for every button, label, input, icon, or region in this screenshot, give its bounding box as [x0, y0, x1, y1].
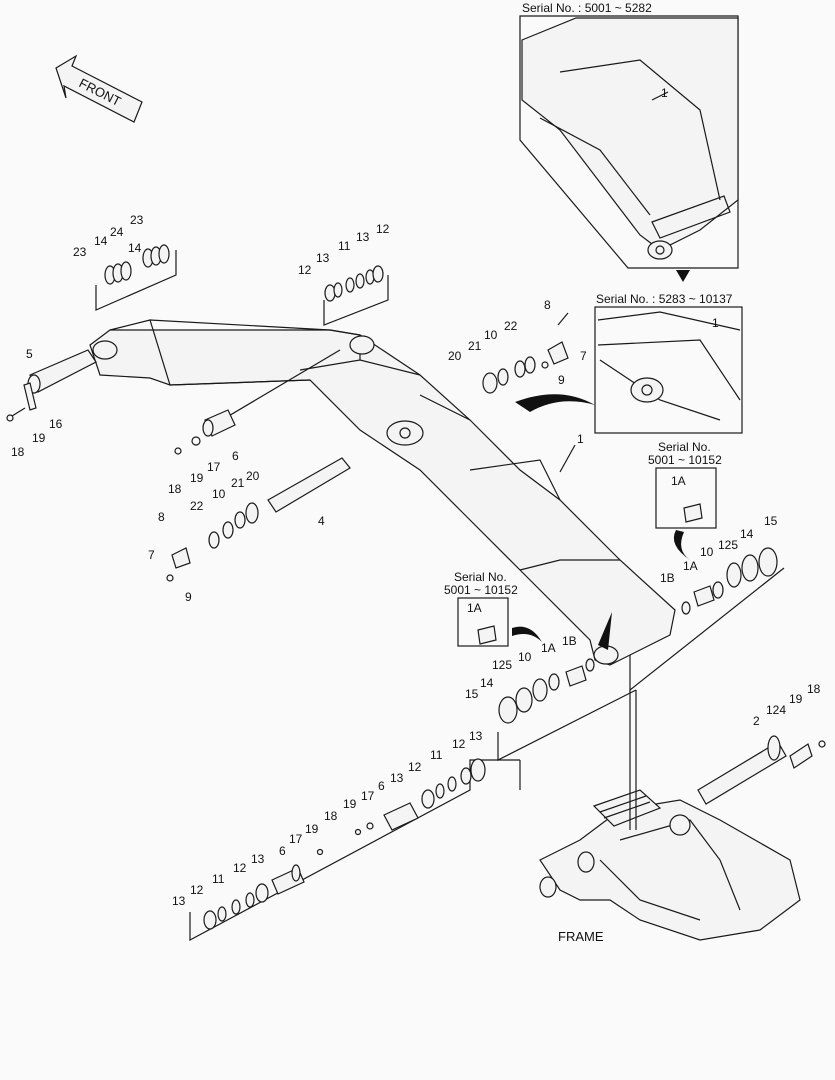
callout-11-a: 11 — [338, 239, 351, 253]
front-arrow: FRONT — [55, 54, 143, 123]
callout-1A-box-right: 1A — [671, 474, 686, 488]
callout-19-e: 19 — [789, 692, 803, 706]
callout-8-a: 8 — [544, 298, 551, 312]
callout-6-a: 6 — [232, 449, 239, 463]
callout-20-a: 20 — [448, 349, 462, 363]
callout-13-a: 13 — [316, 251, 330, 265]
washer-group-top-mid: 12 13 11 13 12 — [298, 222, 390, 326]
callout-6-c: 6 — [279, 844, 286, 858]
callout-21-a: 21 — [468, 339, 482, 353]
callout-13-e: 13 — [251, 852, 265, 866]
callout-1-top: 1 — [661, 86, 668, 100]
callout-23-b: 23 — [130, 213, 144, 227]
callout-13-c: 13 — [469, 729, 483, 743]
callout-1B-right: 1B — [660, 571, 675, 585]
detail-right: Serial No. 5001 ~ 10152 1A 15 14 125 10 … — [629, 440, 785, 692]
callout-11-c: 11 — [212, 872, 225, 886]
callout-1B-center: 1B — [562, 634, 577, 648]
callout-22-b: 22 — [190, 499, 204, 513]
callout-20-b: 20 — [246, 469, 260, 483]
callout-2: 2 — [753, 714, 760, 728]
callout-12-b: 12 — [376, 222, 390, 236]
serial-label-center-2: 5001 ~ 10152 — [444, 583, 518, 597]
callout-5: 5 — [26, 347, 33, 361]
pin-group-right-upper: 8 20 21 10 22 7 9 — [448, 298, 587, 394]
callout-9-b: 9 — [185, 590, 192, 604]
callout-19-b: 19 — [190, 471, 204, 485]
callout-125-a: 125 — [718, 538, 738, 552]
callout-15-b: 15 — [465, 687, 479, 701]
callout-1A-box-center: 1A — [467, 601, 482, 615]
arrow-down-icon — [676, 270, 690, 282]
boom-main: 1 — [89, 319, 676, 666]
callout-13-f: 13 — [172, 894, 186, 908]
callout-17-c: 17 — [289, 832, 303, 846]
callout-10-b: 10 — [212, 487, 226, 501]
frame: FRAME — [539, 690, 801, 944]
serial-label-right-2: 5001 ~ 10152 — [648, 453, 722, 467]
callout-18-a: 18 — [11, 445, 25, 459]
callout-19-d: 19 — [305, 822, 319, 836]
frame-label: FRAME — [558, 929, 604, 944]
callout-7-b: 7 — [148, 548, 155, 562]
callout-22-a: 22 — [504, 319, 518, 333]
callout-12-d: 12 — [408, 760, 422, 774]
callout-19-c: 19 — [343, 797, 357, 811]
callout-7-a: 7 — [580, 349, 587, 363]
callout-12-f: 12 — [190, 883, 204, 897]
callout-13-b: 13 — [356, 230, 370, 244]
callout-12-a: 12 — [298, 263, 312, 277]
serial-label-center-1: Serial No. — [454, 570, 507, 584]
callout-12-e: 12 — [233, 861, 247, 875]
pin-2-group: 2 124 19 18 — [697, 682, 826, 805]
pin-group-bottom: 13 12 11 12 13 6 17 19 18 19 17 6 13 12 … — [172, 729, 521, 942]
callout-6-b: 6 — [378, 779, 385, 793]
detail-center: Serial No. 5001 ~ 10152 1A 1A 1B 125 10 … — [444, 570, 637, 761]
callout-10-d: 10 — [518, 650, 532, 664]
callout-17-b: 17 — [361, 789, 375, 803]
callout-9-a: 9 — [558, 373, 565, 387]
callout-21-b: 21 — [231, 476, 245, 490]
callout-23-a: 23 — [73, 245, 87, 259]
callout-18-b: 18 — [168, 482, 182, 496]
callout-18-e: 18 — [807, 682, 821, 696]
callout-1-mid: 1 — [712, 316, 719, 330]
callout-1A-right: 1A — [683, 559, 698, 573]
callout-1A-center: 1A — [541, 641, 556, 655]
callout-14-d: 14 — [480, 676, 494, 690]
washer-group-top-left: 23 14 24 23 14 — [73, 213, 177, 311]
callout-16: 16 — [49, 417, 63, 431]
callout-14-c: 14 — [740, 527, 754, 541]
callout-10-a: 10 — [484, 328, 498, 342]
callout-18-c: 18 — [324, 809, 338, 823]
callout-15-a: 15 — [764, 514, 778, 528]
callout-11-b: 11 — [430, 748, 443, 762]
callout-4: 4 — [318, 514, 325, 528]
inset-top: Serial No. : 5001 ~ 5282 1 — [519, 1, 739, 282]
callout-14-a: 14 — [94, 234, 108, 248]
pointer-mid — [515, 394, 595, 412]
callout-14-b: 14 — [128, 241, 142, 255]
callout-12-c: 12 — [452, 737, 466, 751]
callout-1-main: 1 — [577, 432, 584, 446]
callout-10-c: 10 — [700, 545, 714, 559]
callout-124: 124 — [766, 703, 786, 717]
serial-label-right-1: Serial No. — [658, 440, 711, 454]
callout-125-b: 125 — [492, 658, 512, 672]
callout-17-a: 17 — [207, 460, 221, 474]
inset-mid: Serial No. : 5283 ~ 10137 1 — [515, 292, 743, 434]
serial-label-mid: Serial No. : 5283 ~ 10137 — [596, 292, 733, 306]
callout-19-a: 19 — [32, 431, 46, 445]
callout-8-b: 8 — [158, 510, 165, 524]
callout-24: 24 — [110, 225, 124, 239]
pin-group-left-mid: 6 17 19 18 4 20 21 10 22 8 7 9 — [148, 409, 351, 604]
callout-13-d: 13 — [390, 771, 404, 785]
pin-left-group: 5 16 19 18 — [6, 347, 97, 459]
serial-label-top: Serial No. : 5001 ~ 5282 — [522, 1, 652, 15]
